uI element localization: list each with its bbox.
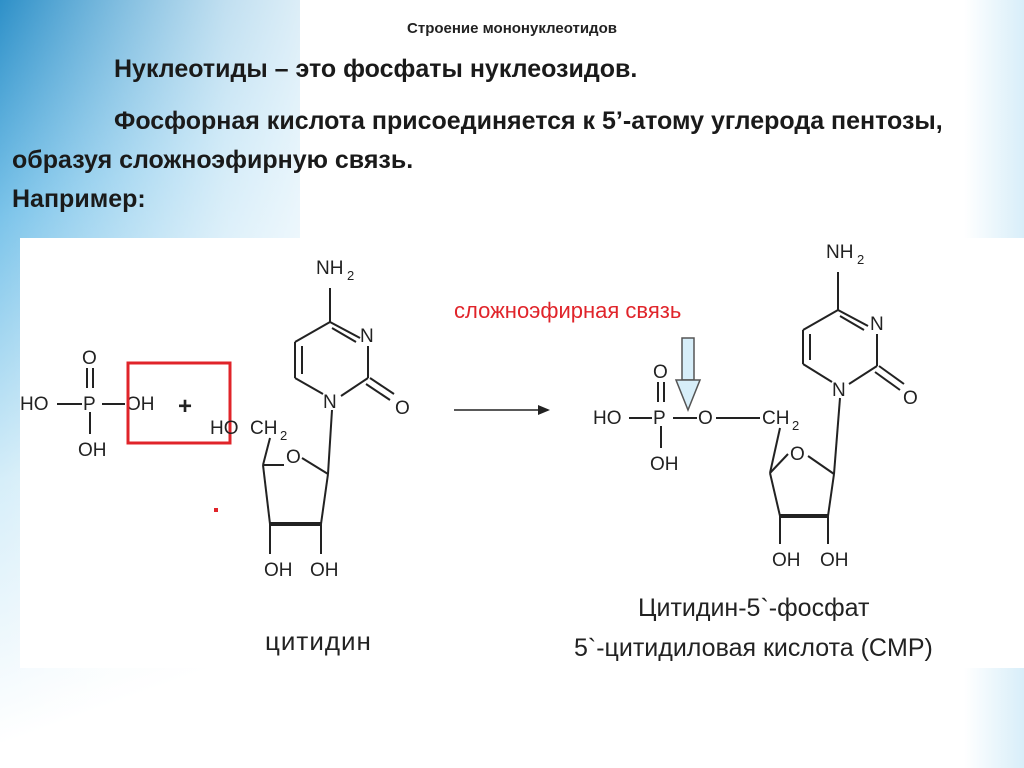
atom-sub2: 2: [347, 268, 354, 283]
atom-oh: OH: [310, 560, 339, 581]
atom-n: N: [360, 326, 374, 347]
atom-o: O: [790, 444, 805, 465]
reaction-diagram: HO P OH O OH + HO CH 2 O: [20, 242, 933, 662]
atom-o: O: [82, 348, 97, 369]
atom-oh: OH: [264, 560, 293, 581]
atom-sub2: 2: [280, 428, 287, 443]
atom-ho: HO: [593, 408, 622, 429]
atom-o: O: [903, 388, 918, 409]
atom-ch: CH: [250, 418, 277, 439]
ester-bond-label: сложноэфирная связь: [454, 298, 681, 323]
red-dot: [214, 508, 218, 512]
atom-o: O: [286, 447, 301, 468]
atom-o: O: [653, 362, 668, 383]
phosphoric-acid: HO P OH O OH: [20, 348, 155, 461]
cmp-molecule: HO P O O OH CH 2 O OH OH: [593, 242, 918, 571]
atom-p: P: [653, 408, 666, 429]
product-name-1: Цитидин-5`-фосфат: [638, 594, 870, 622]
atom-oh: OH: [78, 440, 107, 461]
atom-n: N: [870, 314, 884, 335]
atom-nh: NH: [826, 242, 853, 263]
highlight-box: [126, 361, 232, 445]
atom-o: O: [698, 408, 713, 429]
atom-oh: OH: [820, 550, 849, 571]
atom-o: O: [395, 398, 410, 419]
atom-oh: OH: [772, 550, 801, 571]
atom-n: N: [323, 392, 337, 413]
product-name-2: 5`-цитидиловая кислота (CMP): [574, 634, 933, 662]
reaction-figure: HO P OH O OH + HO CH 2 O: [20, 238, 1024, 668]
paragraph-text: Фосфорная кислота присоединяется к 5’-ат…: [12, 107, 943, 174]
atom-p: P: [83, 394, 96, 415]
atom-nh: NH: [316, 258, 343, 279]
ester-bond-arrow: [674, 337, 702, 413]
cytidine-molecule: HO CH 2 O OH OH N N: [210, 258, 410, 581]
atom-ho: HO: [20, 394, 49, 415]
atom-oh: OH: [650, 454, 679, 475]
atom-ch: CH: [762, 408, 789, 429]
reactant-name: цитидин: [265, 626, 372, 656]
atom-ho: HO: [210, 418, 239, 439]
plus-sign: +: [178, 393, 192, 420]
page-title: Строение мононуклеотидов: [407, 20, 617, 37]
example-label: Например:: [12, 185, 146, 213]
atom-n: N: [832, 380, 846, 401]
atom-oh: OH: [126, 394, 155, 415]
atom-sub2: 2: [857, 252, 864, 267]
reaction-arrow-head: [538, 405, 550, 415]
atom-sub2: 2: [792, 418, 799, 433]
definition-text: Нуклеотиды – это фосфаты нуклеозидов.: [114, 55, 638, 83]
